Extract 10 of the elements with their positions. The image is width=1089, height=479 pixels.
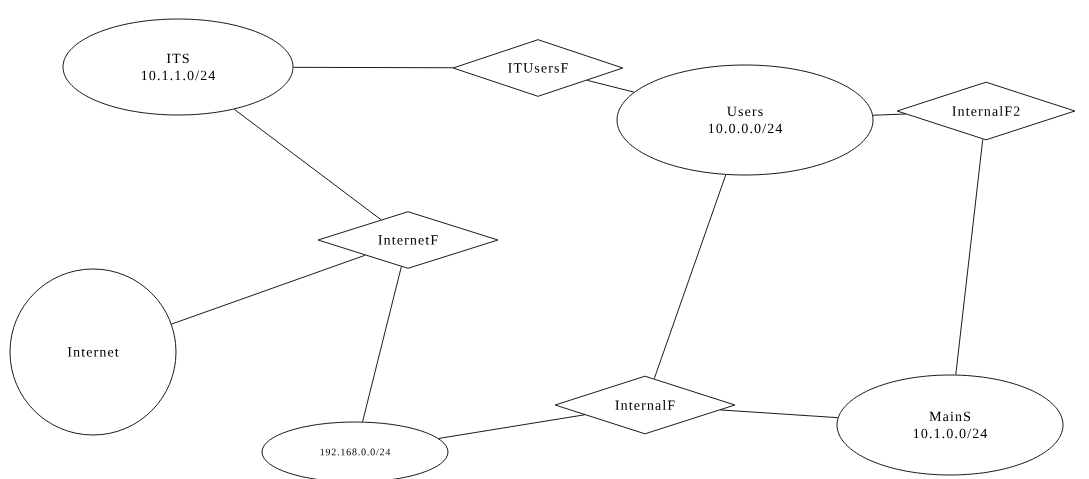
connector-line	[719, 409, 839, 419]
connector-line	[955, 138, 984, 376]
connector-line	[653, 174, 727, 379]
connector-line	[171, 254, 366, 325]
connector-line	[233, 108, 382, 221]
connector-line	[293, 66, 454, 69]
connector-line	[586, 79, 635, 93]
connector-line	[438, 414, 586, 439]
connector-line	[872, 113, 907, 116]
connector-line	[362, 266, 402, 423]
